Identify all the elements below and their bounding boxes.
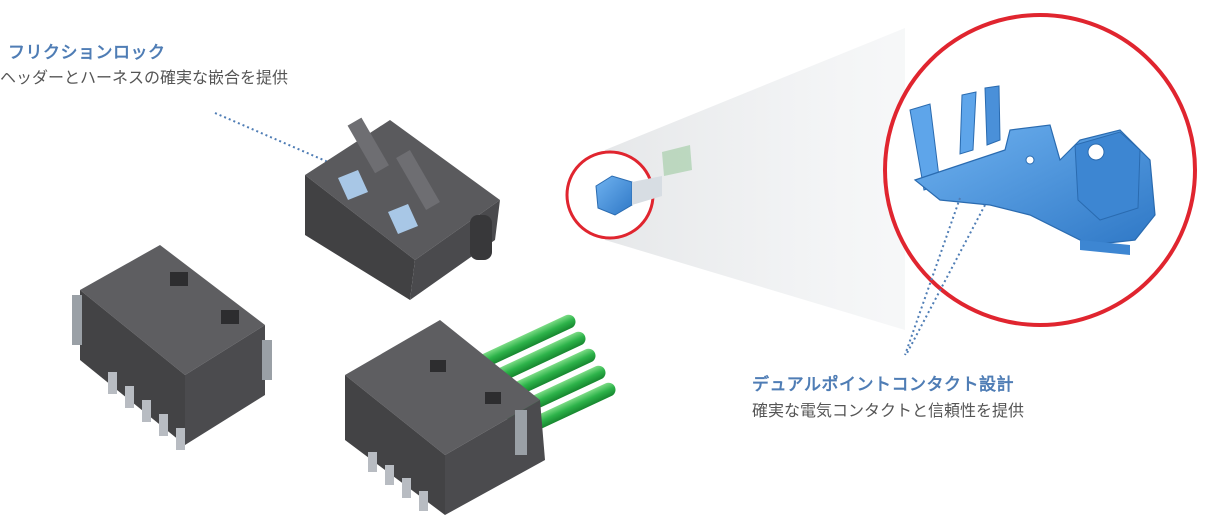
dual-point-contact-description: 確実な電気コンタクトと信頼性を提供 <box>752 401 1025 420</box>
magnifier-beam <box>605 28 905 330</box>
header-connector-icon <box>72 245 272 450</box>
small-terminal-icon <box>595 145 692 216</box>
contact-pointer-lines <box>904 197 986 356</box>
friction-lock-description: ヘッダーとハーネスの確実な嵌合を提供 <box>0 68 289 87</box>
friction-lock-title: フリクションロック <box>8 43 166 63</box>
mated-connector-icon <box>345 314 616 515</box>
terminal-closeup-icon <box>909 85 1156 255</box>
friction-lock-pointer <box>214 112 336 166</box>
housing-connector-icon <box>305 117 500 300</box>
small-magnifier <box>565 145 692 240</box>
large-magnifier <box>883 13 1197 356</box>
dual-point-contact-title: デュアルポイントコンタクト設計 <box>752 375 1014 395</box>
